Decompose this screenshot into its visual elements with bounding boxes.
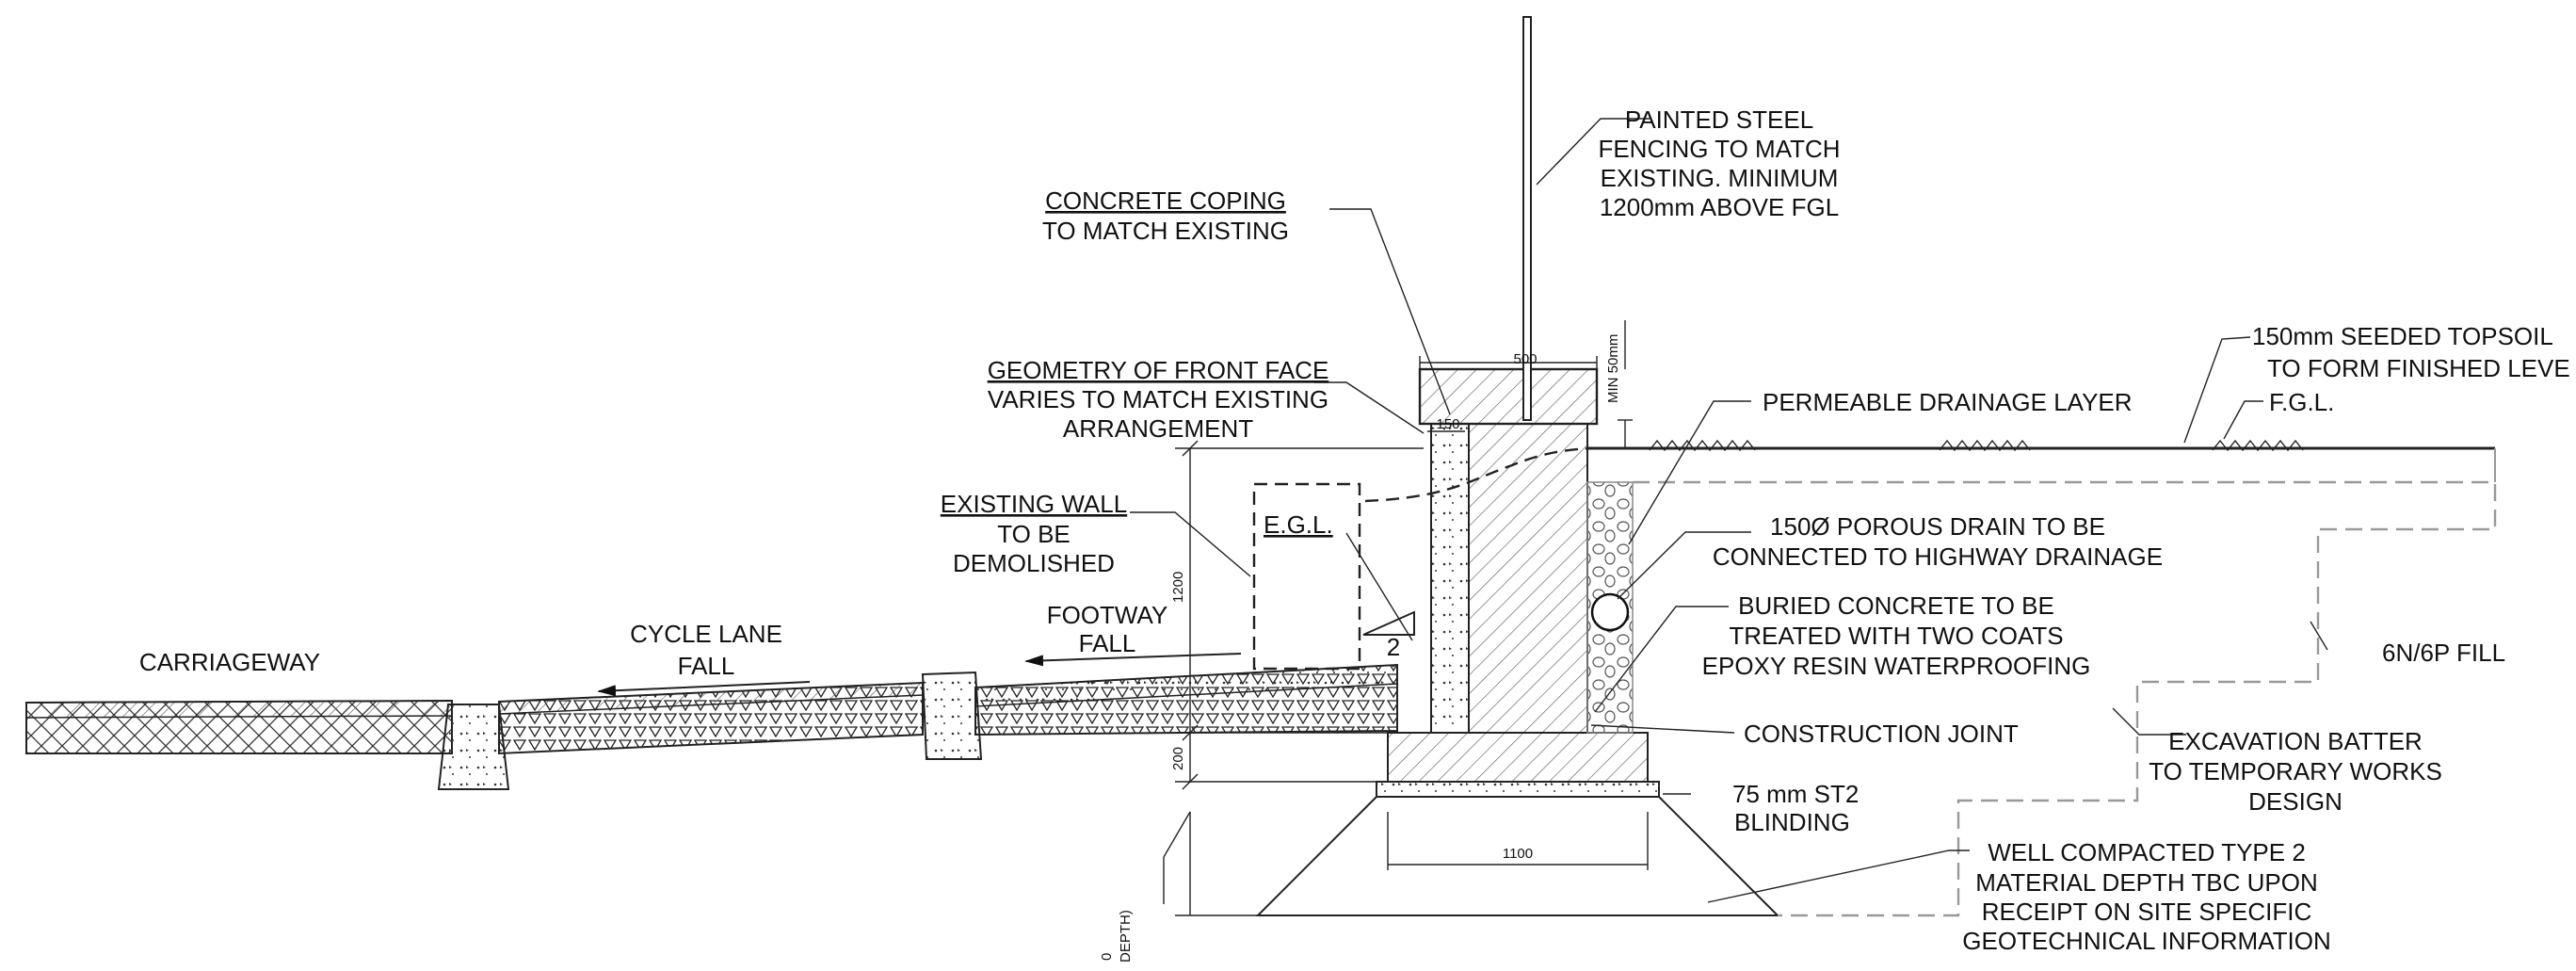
- existing-wall-outline: [1252, 482, 1361, 671]
- svg-text:TO TEMPORARY WORKS: TO TEMPORARY WORKS: [2149, 757, 2442, 785]
- svg-text:GEOMETRY OF FRONT FACE: GEOMETRY OF FRONT FACE: [988, 356, 1329, 384]
- label-construction-joint: CONSTRUCTION JOINT: [1744, 720, 2019, 748]
- label-topsoil: 150mm SEEDED TOPSOIL TO FORM FINISHED LE…: [2252, 322, 2570, 382]
- svg-text:EXISTING WALL: EXISTING WALL: [941, 490, 1127, 518]
- label-depth-note: 0 DEPTH): [1099, 910, 1134, 963]
- label-excavation: EXCAVATION BATTER TO TEMPORARY WORKS DES…: [2149, 727, 2442, 816]
- label-buried-concrete: BURIED CONCRETE TO BE TREATED WITH TWO C…: [1702, 591, 2091, 680]
- dim-base-200: 200: [1170, 747, 1186, 770]
- carriageway-pavement: [25, 699, 453, 754]
- footway-fall-arrow: [1024, 653, 1242, 667]
- label-fgl: F.G.L.: [2269, 388, 2334, 416]
- dimension-coping: [1419, 320, 1633, 449]
- svg-text:0: 0: [1099, 953, 1115, 961]
- svg-text:TO FORM FINISHED LEVE: TO FORM FINISHED LEVE: [2267, 354, 2570, 382]
- excavation-batter: [1633, 480, 2497, 917]
- label-cycle-lane: CYCLE LANE FALL: [630, 620, 782, 680]
- dim-stem-150: 150: [1436, 416, 1459, 432]
- wall-stem-front: [1430, 423, 1470, 734]
- wall-base: [1387, 732, 1649, 783]
- svg-text:WELL COMPACTED TYPE 2: WELL COMPACTED TYPE 2: [1988, 838, 2306, 866]
- wall-stem: [1468, 423, 1588, 734]
- svg-text:RECEIPT ON SITE SPECIFIC: RECEIPT ON SITE SPECIFIC: [1982, 898, 2312, 926]
- svg-text:FOOTWAY: FOOTWAY: [1047, 601, 1168, 629]
- label-geometry: GEOMETRY OF FRONT FACE VARIES TO MATCH E…: [988, 356, 1329, 443]
- svg-text:ARRANGEMENT: ARRANGEMENT: [1063, 414, 1253, 443]
- label-egl: E.G.L.: [1264, 510, 1333, 539]
- footway-pavement: [974, 663, 1398, 736]
- svg-text:DEMOLISHED: DEMOLISHED: [953, 549, 1115, 577]
- steel-fence-post: [1522, 16, 1532, 421]
- svg-text:FALL: FALL: [1079, 629, 1136, 657]
- label-existing-wall: EXISTING WALL TO BE DEMOLISHED: [941, 490, 1127, 577]
- label-fill: 6N/6P FILL: [2382, 639, 2505, 667]
- existing-ground-line: [1364, 446, 1602, 503]
- svg-text:CONCRETE COPING: CONCRETE COPING: [1045, 186, 1286, 215]
- svg-text:DEPTH): DEPTH): [1118, 910, 1134, 963]
- slope-triangle: [1362, 610, 1415, 636]
- svg-text:1200mm ABOVE FGL: 1200mm ABOVE FGL: [1600, 193, 1839, 221]
- svg-text:EPOXY RESIN WATERPROOFING: EPOXY RESIN WATERPROOFING: [1702, 652, 2091, 680]
- label-porous-drain: 150Ø POROUS DRAIN TO BE CONNECTED TO HIG…: [1713, 512, 2163, 571]
- dim-slope-ratio: 2: [1387, 633, 1400, 661]
- svg-text:CONNECTED TO HIGHWAY DRAINAGE: CONNECTED TO HIGHWAY DRAINAGE: [1713, 542, 2163, 571]
- svg-text:GEOTECHNICAL INFORMATION: GEOTECHNICAL INFORMATION: [1962, 927, 2330, 955]
- grass-symbols: [1649, 439, 2304, 452]
- porous-drain-pipe: [1590, 592, 1630, 632]
- svg-text:150Ø POROUS DRAIN TO BE: 150Ø POROUS DRAIN TO BE: [1770, 512, 2105, 541]
- dim-base-width: 1100: [1503, 846, 1533, 862]
- dimension-1100: [1387, 812, 1649, 870]
- label-blinding: 75 mm ST2 BLINDING: [1732, 780, 1859, 836]
- svg-text:CYCLE LANE: CYCLE LANE: [630, 620, 782, 648]
- label-type2: WELL COMPACTED TYPE 2 MATERIAL DEPTH TBC…: [1962, 838, 2330, 955]
- dim-coping-width: 500: [1513, 351, 1537, 367]
- label-fencing: PAINTED STEEL FENCING TO MATCH EXISTING.…: [1598, 105, 1840, 221]
- blinding-layer: [1376, 781, 1660, 798]
- cycle-lane-fall-arrow: [597, 681, 811, 697]
- label-permeable: PERMEABLE DRAINAGE LAYER: [1763, 388, 2133, 416]
- svg-text:FALL: FALL: [678, 652, 735, 680]
- svg-text:EXISTING. MINIMUM: EXISTING. MINIMUM: [1601, 164, 1839, 192]
- svg-text:TREATED WITH TWO COATS: TREATED WITH TWO COATS: [1729, 622, 2063, 650]
- concrete-coping: [1418, 367, 1599, 426]
- svg-text:TO MATCH EXISTING: TO MATCH EXISTING: [1042, 217, 1289, 245]
- kerb-left: [437, 704, 510, 790]
- svg-text:150mm SEEDED TOPSOIL: 150mm SEEDED TOPSOIL: [2252, 322, 2553, 350]
- dim-min-50: MIN 50mm: [1605, 334, 1621, 403]
- dimension-1200: [1163, 440, 1424, 916]
- svg-text:DESIGN: DESIGN: [2248, 787, 2343, 816]
- svg-text:TO BE: TO BE: [997, 520, 1071, 548]
- label-footway-fall: FOOTWAY FALL: [1047, 601, 1168, 657]
- cycle-lane-pavement: [498, 681, 924, 755]
- svg-text:PAINTED STEEL: PAINTED STEEL: [1625, 105, 1813, 134]
- dim-height-1200: 1200: [1170, 572, 1186, 603]
- svg-text:MATERIAL DEPTH TBC UPON: MATERIAL DEPTH TBC UPON: [1975, 868, 2318, 897]
- svg-text:EXCAVATION BATTER: EXCAVATION BATTER: [2168, 727, 2423, 755]
- svg-text:BLINDING: BLINDING: [1734, 808, 1850, 836]
- svg-text:75 mm ST2: 75 mm ST2: [1732, 780, 1859, 808]
- svg-text:VARIES TO MATCH EXISTING: VARIES TO MATCH EXISTING: [988, 385, 1328, 413]
- leader-lines: [1130, 118, 2328, 903]
- svg-text:BURIED CONCRETE TO BE: BURIED CONCRETE TO BE: [1738, 591, 2054, 620]
- label-coping: CONCRETE COPING TO MATCH EXISTING: [1042, 186, 1289, 245]
- svg-text:FENCING TO MATCH: FENCING TO MATCH: [1598, 135, 1840, 163]
- kerb-right: [921, 671, 983, 760]
- label-carriageway: CARRIAGEWAY: [139, 648, 320, 676]
